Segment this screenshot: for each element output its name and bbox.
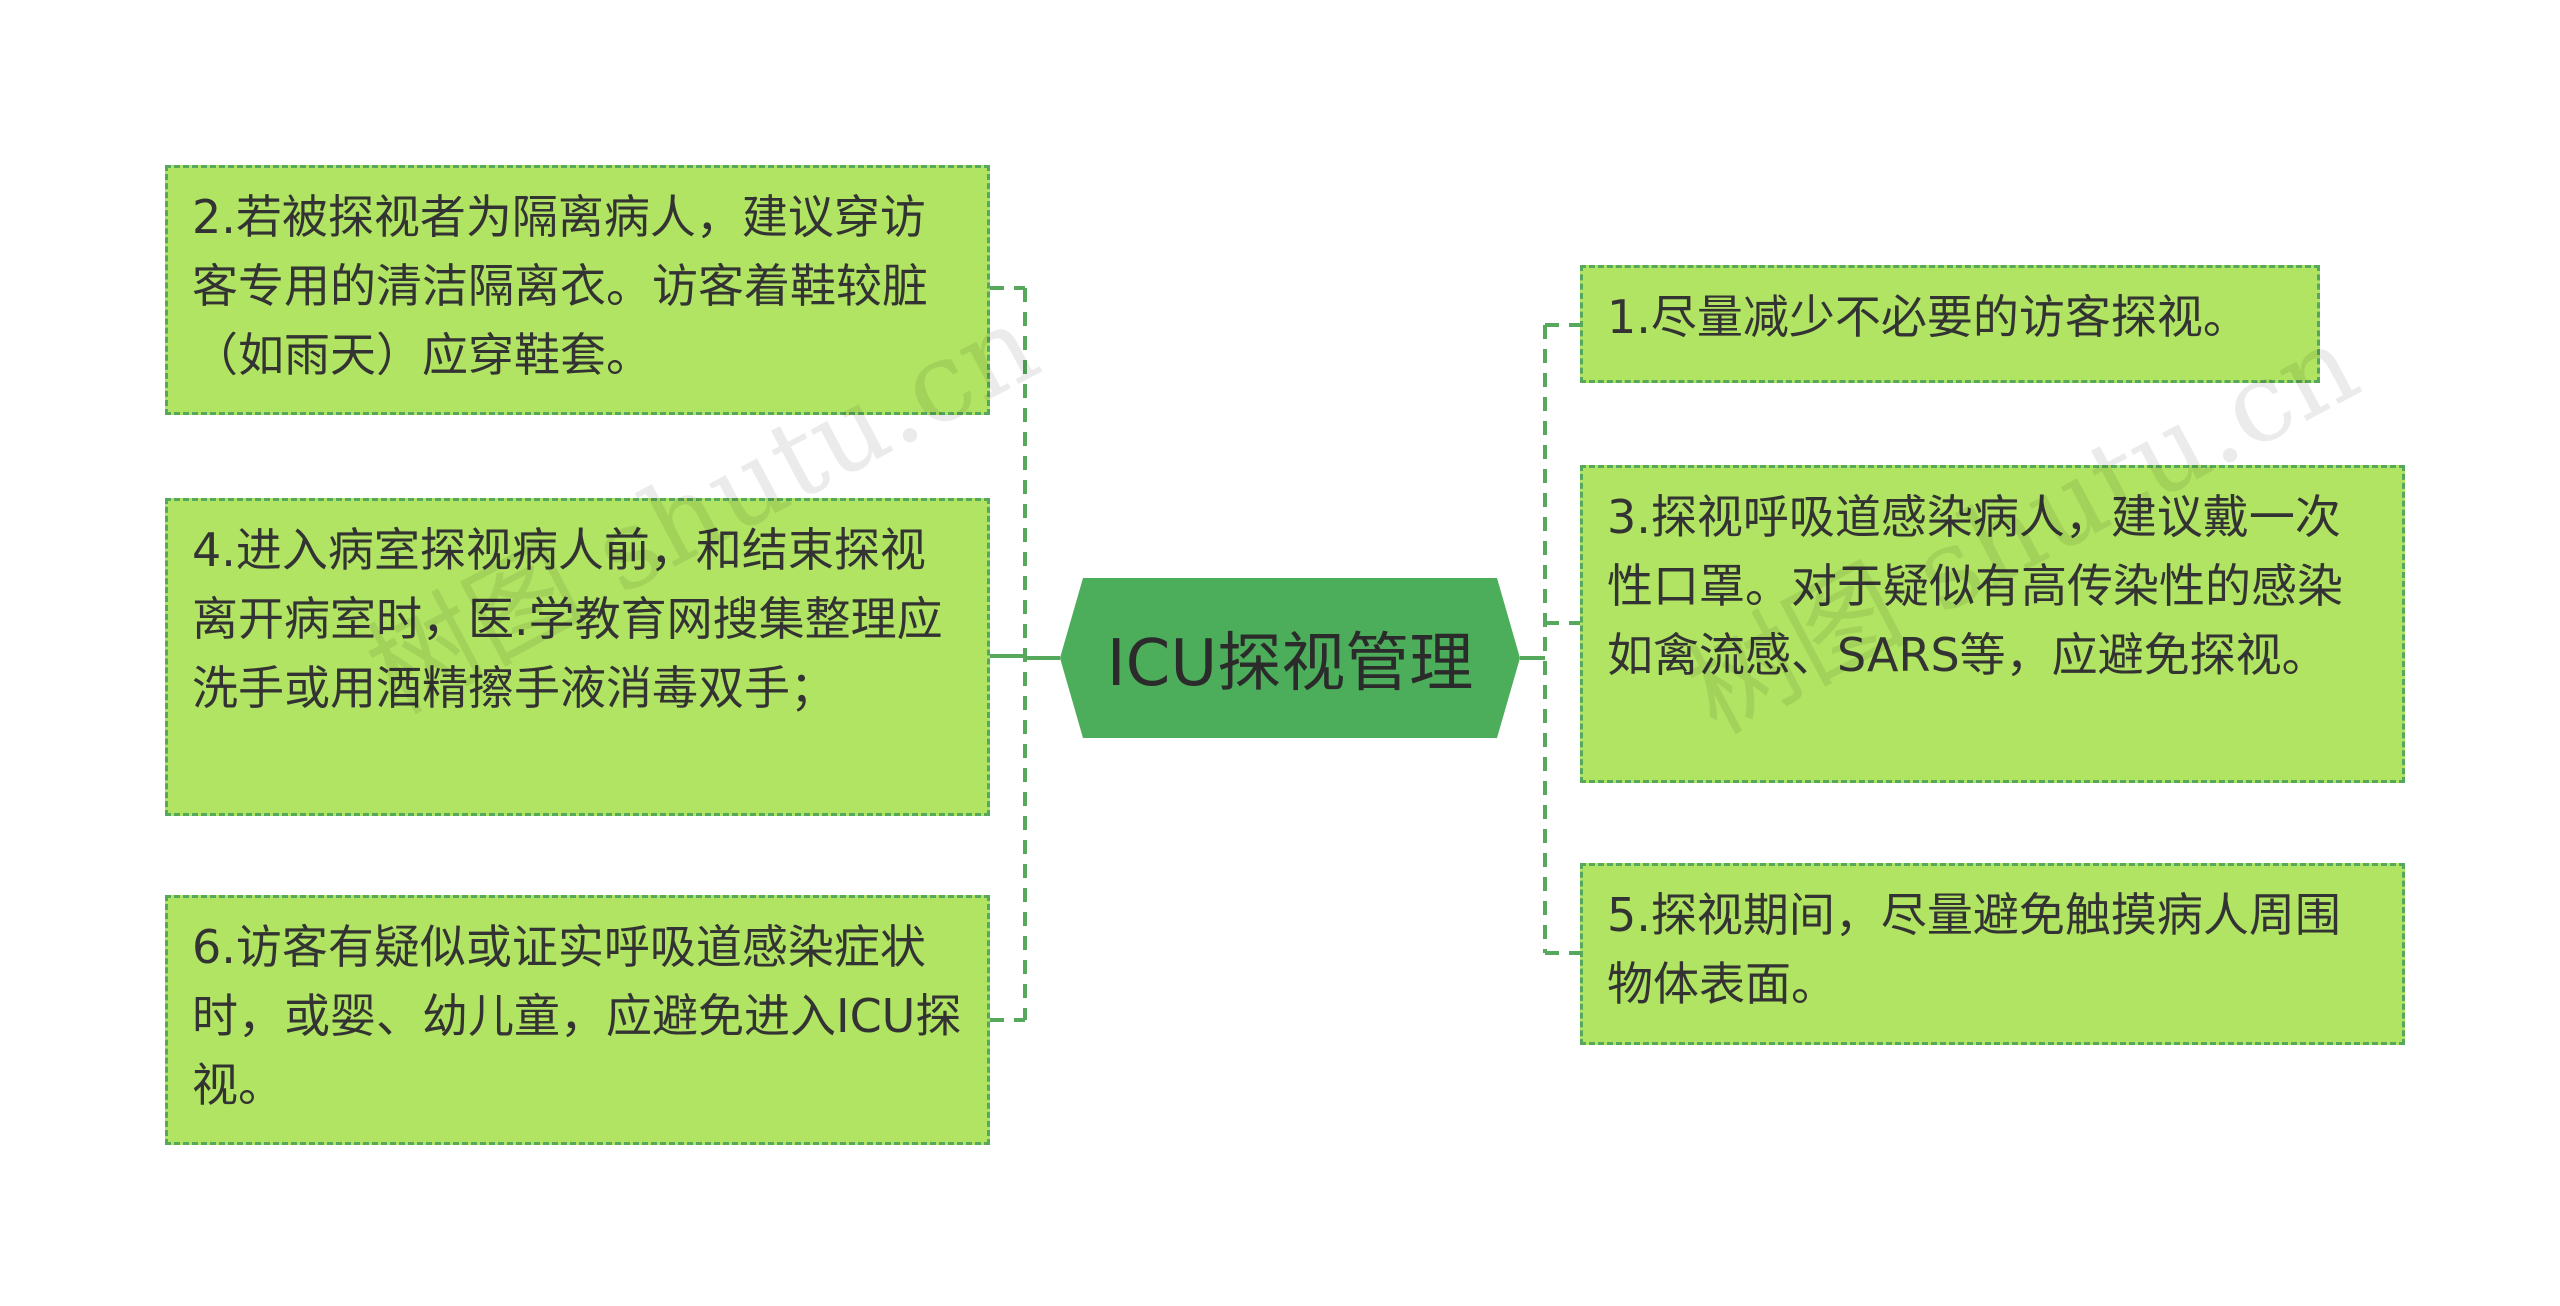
node-right-1[interactable]: 1.尽量减少不必要的访客探视。	[1580, 265, 2320, 383]
central-topic-label: ICU探视管理	[1106, 627, 1474, 701]
node-left-1-text: 2.若被探视者为隔离病人，建议穿访客专用的清洁隔离衣。访客着鞋较脏（如雨天）应穿…	[192, 190, 928, 382]
node-left-2[interactable]: 4.进入病室探视病人前，和结束探视离开病室时，医.学教育网搜集整理应洗手或用酒精…	[165, 498, 990, 816]
node-left-3[interactable]: 6.访客有疑似或证实呼吸道感染症状时，或婴、幼儿童，应避免进入ICU探视。	[165, 895, 990, 1145]
central-topic[interactable]: ICU探视管理	[1060, 578, 1520, 738]
node-right-2-text: 3.探视呼吸道感染病人，建议戴一次性口罩。对于疑似有高传染性的感染如禽流感、SA…	[1607, 490, 2343, 682]
node-right-3[interactable]: 5.探视期间，尽量避免触摸病人周围物体表面。	[1580, 863, 2405, 1045]
node-right-3-text: 5.探视期间，尽量避免触摸病人周围物体表面。	[1607, 888, 2341, 1011]
node-left-2-text: 4.进入病室探视病人前，和结束探视离开病室时，医.学教育网搜集整理应洗手或用酒精…	[192, 523, 943, 715]
node-left-1[interactable]: 2.若被探视者为隔离病人，建议穿访客专用的清洁隔离衣。访客着鞋较脏（如雨天）应穿…	[165, 165, 990, 415]
node-left-3-text: 6.访客有疑似或证实呼吸道感染症状时，或婴、幼儿童，应避免进入ICU探视。	[192, 920, 962, 1112]
node-right-1-text: 1.尽量减少不必要的访客探视。	[1607, 290, 2249, 344]
node-right-2[interactable]: 3.探视呼吸道感染病人，建议戴一次性口罩。对于疑似有高传染性的感染如禽流感、SA…	[1580, 465, 2405, 783]
